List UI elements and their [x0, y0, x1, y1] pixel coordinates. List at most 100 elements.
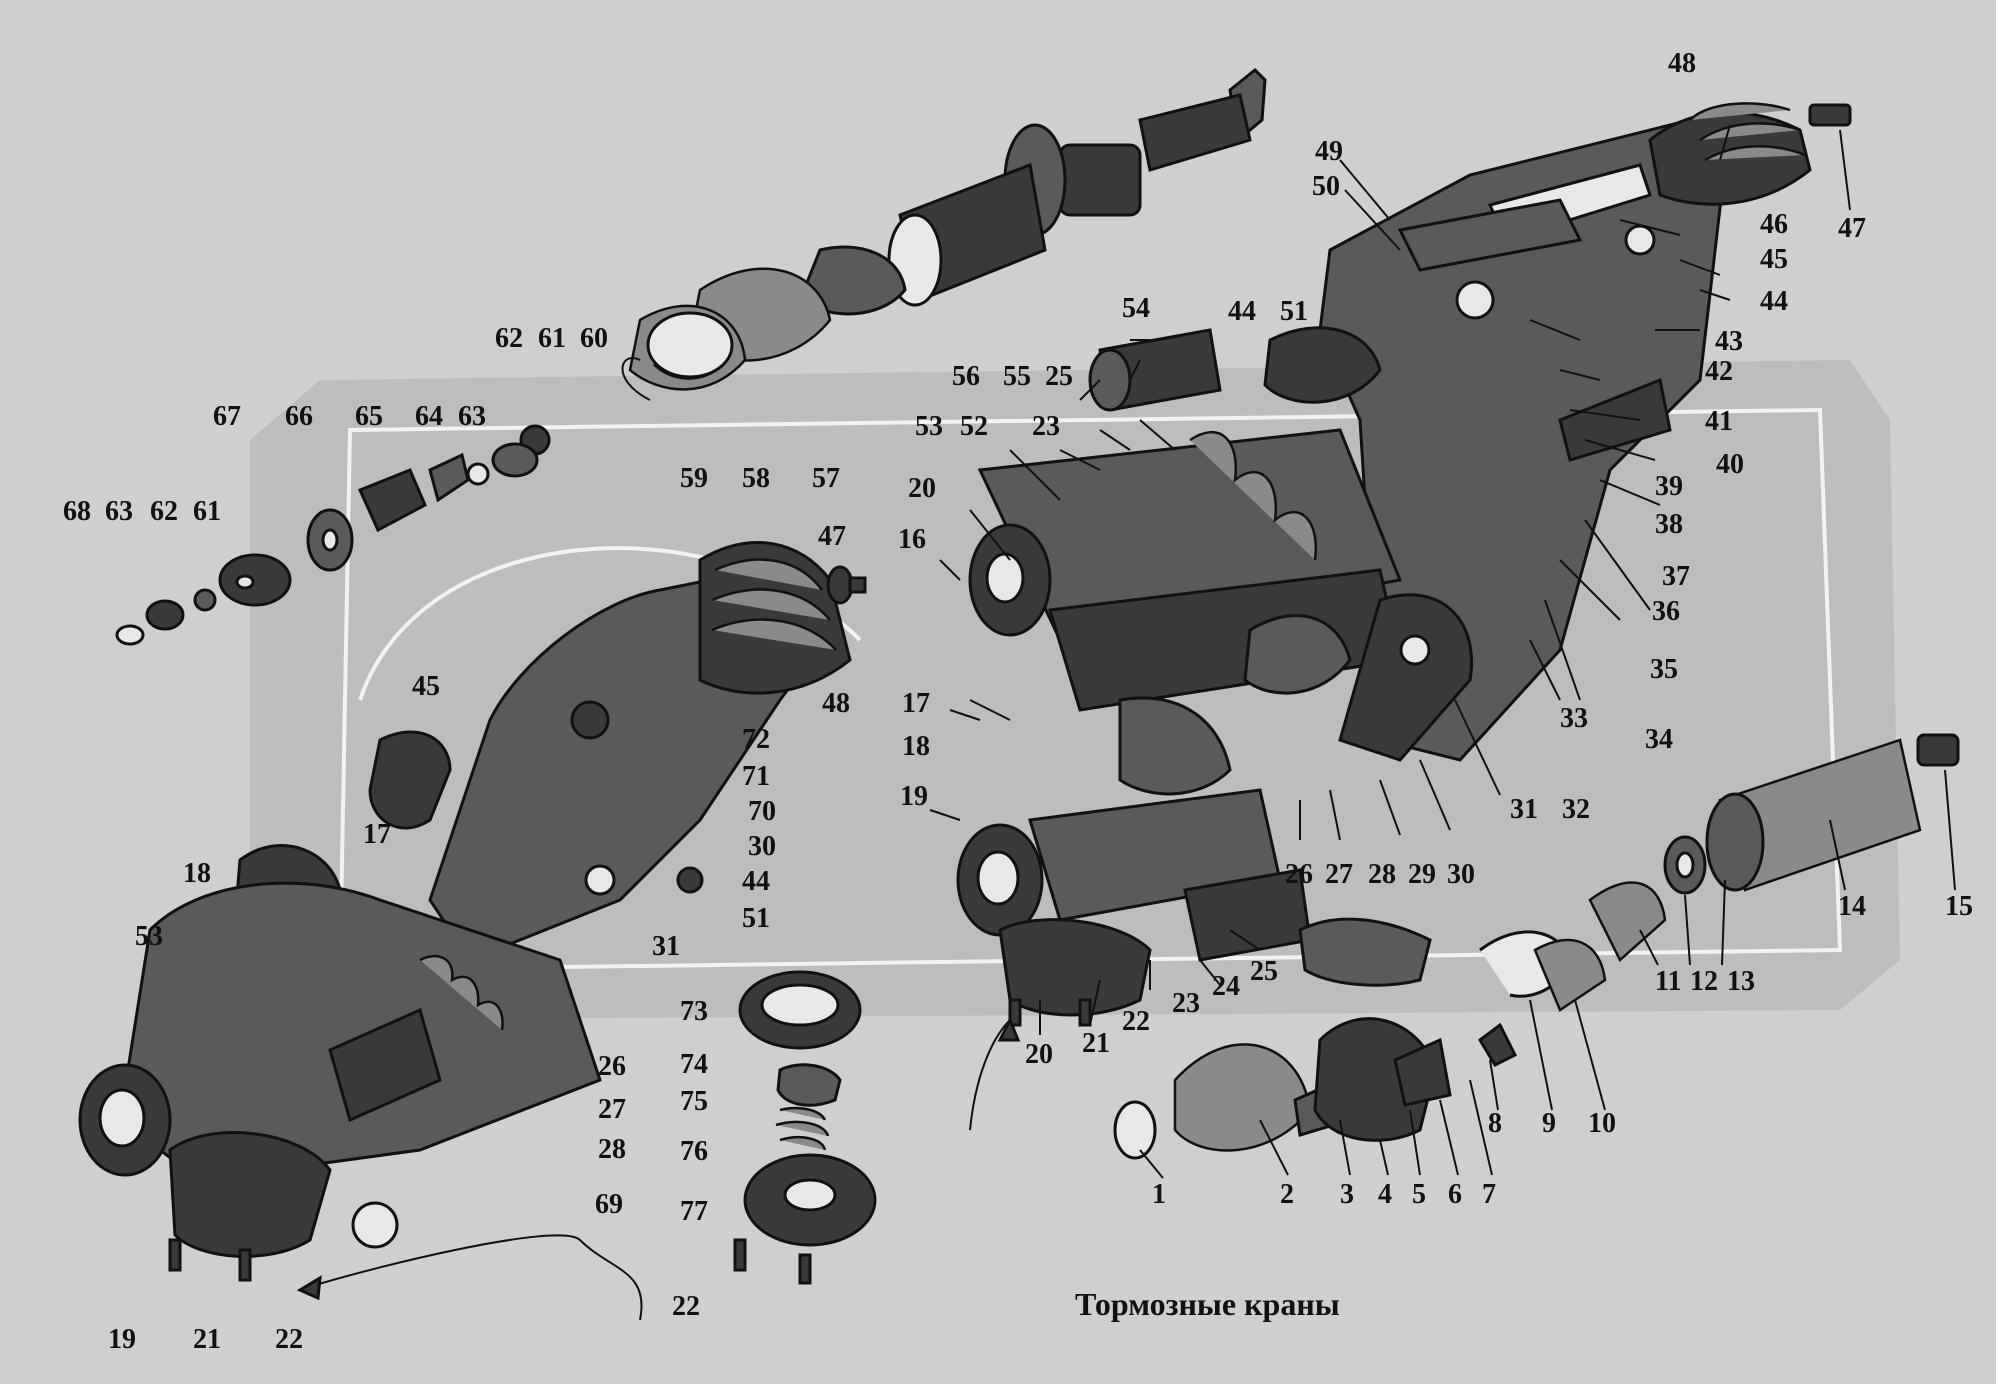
callout-3: 3: [1340, 1179, 1354, 1210]
callout-36: 36: [1652, 596, 1680, 627]
callout-77: 77: [680, 1196, 708, 1227]
callout-23-lower: 23: [1172, 988, 1200, 1019]
callout-6: 6: [1448, 1179, 1462, 1210]
callout-7: 7: [1482, 1179, 1496, 1210]
callout-69: 69: [595, 1189, 623, 1220]
callout-12: 12: [1690, 966, 1718, 997]
callout-71: 71: [742, 761, 770, 792]
callout-61-top: 61: [538, 323, 566, 354]
callout-45: 45: [1760, 244, 1788, 275]
callout-52: 52: [960, 411, 988, 442]
callout-27: 27: [1325, 859, 1353, 890]
callout-32: 32: [1562, 794, 1590, 825]
callout-20-lower: 20: [1025, 1039, 1053, 1070]
callout-31-left: 31: [652, 931, 680, 962]
callout-21-left: 21: [193, 1324, 221, 1355]
callout-51: 51: [1280, 296, 1308, 327]
callout-28-left: 28: [598, 1134, 626, 1165]
callout-43: 43: [1715, 326, 1743, 357]
callout-37: 37: [1662, 561, 1690, 592]
callout-30: 30: [1447, 859, 1475, 890]
callout-44-upper: 44: [1228, 296, 1256, 327]
callout-72: 72: [742, 724, 770, 755]
callout-24: 24: [1212, 971, 1240, 1002]
callout-19-left: 19: [108, 1324, 136, 1355]
callout-59: 59: [680, 463, 708, 494]
callout-26: 26: [1285, 859, 1313, 890]
callout-41: 41: [1705, 406, 1733, 437]
callout-51-left: 51: [742, 903, 770, 934]
callout-64: 64: [415, 401, 443, 432]
callout-61-left: 61: [193, 496, 221, 527]
callout-62-left: 62: [150, 496, 178, 527]
callout-13: 13: [1727, 966, 1755, 997]
callout-5: 5: [1412, 1179, 1426, 1210]
callout-22-left: 22: [275, 1324, 303, 1355]
left-valve-body: [78, 541, 867, 1282]
leader-lines: [929, 124, 1956, 1179]
callout-23-upper: 23: [1032, 411, 1060, 442]
assembly-arrows: [296, 1016, 1021, 1321]
callout-60: 60: [580, 323, 608, 354]
callout-labels: 1 2 3 4 5 6 7 8 9 10 11 12 13 14 15 16 1…: [63, 48, 1973, 1355]
callout-26-left: 26: [598, 1051, 626, 1082]
callout-20-upper: 20: [908, 473, 936, 504]
callout-16: 16: [898, 524, 926, 555]
callout-17: 17: [902, 688, 930, 719]
top-shaft-assembly: [115, 67, 1267, 646]
callout-63-top: 63: [458, 401, 486, 432]
callout-56: 56: [952, 361, 980, 392]
callout-40: 40: [1716, 449, 1744, 480]
callout-70: 70: [748, 796, 776, 827]
callout-75: 75: [680, 1086, 708, 1117]
callout-38: 38: [1655, 509, 1683, 540]
callout-19: 19: [900, 781, 928, 812]
callout-44-right: 44: [1760, 286, 1788, 317]
callout-45-left: 45: [412, 671, 440, 702]
callout-9: 9: [1542, 1108, 1556, 1139]
callout-50: 50: [1312, 171, 1340, 202]
callout-4: 4: [1378, 1179, 1392, 1210]
callout-76: 76: [680, 1136, 708, 1167]
callout-14: 14: [1838, 891, 1866, 922]
callout-35: 35: [1650, 654, 1678, 685]
diagram-caption: Тормозные краны: [1075, 1286, 1340, 1322]
callout-1: 1: [1152, 1179, 1166, 1210]
callout-68: 68: [63, 496, 91, 527]
callout-58: 58: [742, 463, 770, 494]
callout-27-left: 27: [598, 1094, 626, 1125]
callout-21: 21: [1082, 1028, 1110, 1059]
callout-63-left: 63: [105, 496, 133, 527]
callout-54: 54: [1122, 293, 1150, 324]
callout-67: 67: [213, 401, 241, 432]
callout-66: 66: [285, 401, 313, 432]
callout-57: 57: [812, 463, 840, 494]
callout-34: 34: [1645, 724, 1673, 755]
callout-22: 22: [1122, 1006, 1150, 1037]
callout-30-left: 30: [748, 831, 776, 862]
callout-55: 55: [1003, 361, 1031, 392]
callout-44-left: 44: [742, 866, 770, 897]
bottom-right-parts: [1113, 733, 1960, 1160]
callout-15: 15: [1945, 891, 1973, 922]
callout-49: 49: [1315, 136, 1343, 167]
callout-74: 74: [680, 1049, 708, 1080]
callout-28: 28: [1368, 859, 1396, 890]
callout-39: 39: [1655, 471, 1683, 502]
callout-47: 47: [1838, 213, 1866, 244]
callout-2: 2: [1280, 1179, 1294, 1210]
callout-10: 10: [1588, 1108, 1616, 1139]
callout-25-upper: 25: [1045, 361, 1073, 392]
callout-48: 48: [1668, 48, 1696, 79]
callout-33: 33: [1560, 703, 1588, 734]
callout-22-bottom: 22: [672, 1291, 700, 1322]
callout-18: 18: [902, 731, 930, 762]
callout-53-left: 53: [135, 921, 163, 952]
callout-62-top: 62: [495, 323, 523, 354]
callout-42: 42: [1705, 356, 1733, 387]
callout-11: 11: [1655, 966, 1681, 997]
callout-53: 53: [915, 411, 943, 442]
callout-65: 65: [355, 401, 383, 432]
callout-46: 46: [1760, 209, 1788, 240]
